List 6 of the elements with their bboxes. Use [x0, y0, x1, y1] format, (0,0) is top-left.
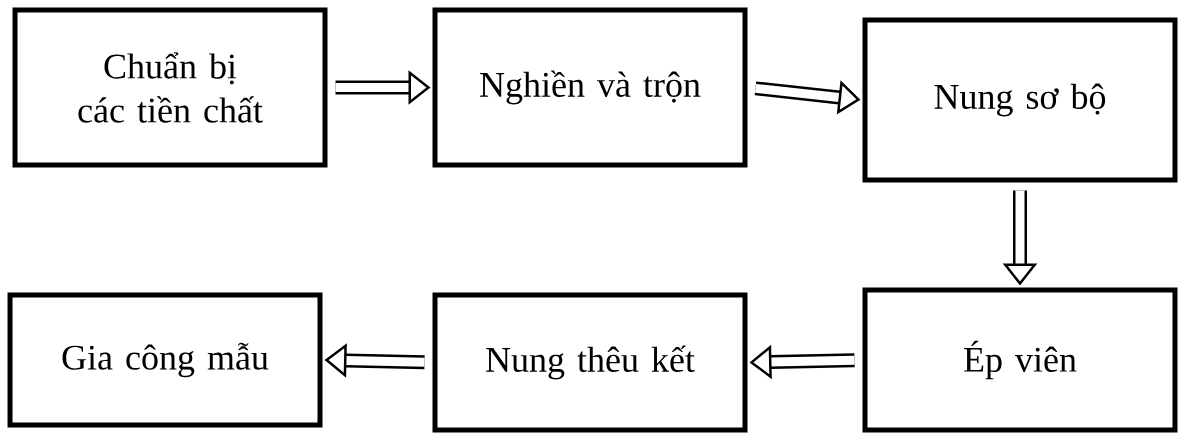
process-box: Nung thêu kết — [432, 292, 748, 433]
process-box: Nung sơ bộ — [862, 17, 1178, 183]
process-box: Chuẩn bị các tiền chất — [12, 7, 328, 168]
process-box: Nghiền và trộn — [432, 7, 748, 168]
process-box: Ép viên — [862, 287, 1178, 433]
process-box: Gia công mẫu — [7, 292, 323, 428]
